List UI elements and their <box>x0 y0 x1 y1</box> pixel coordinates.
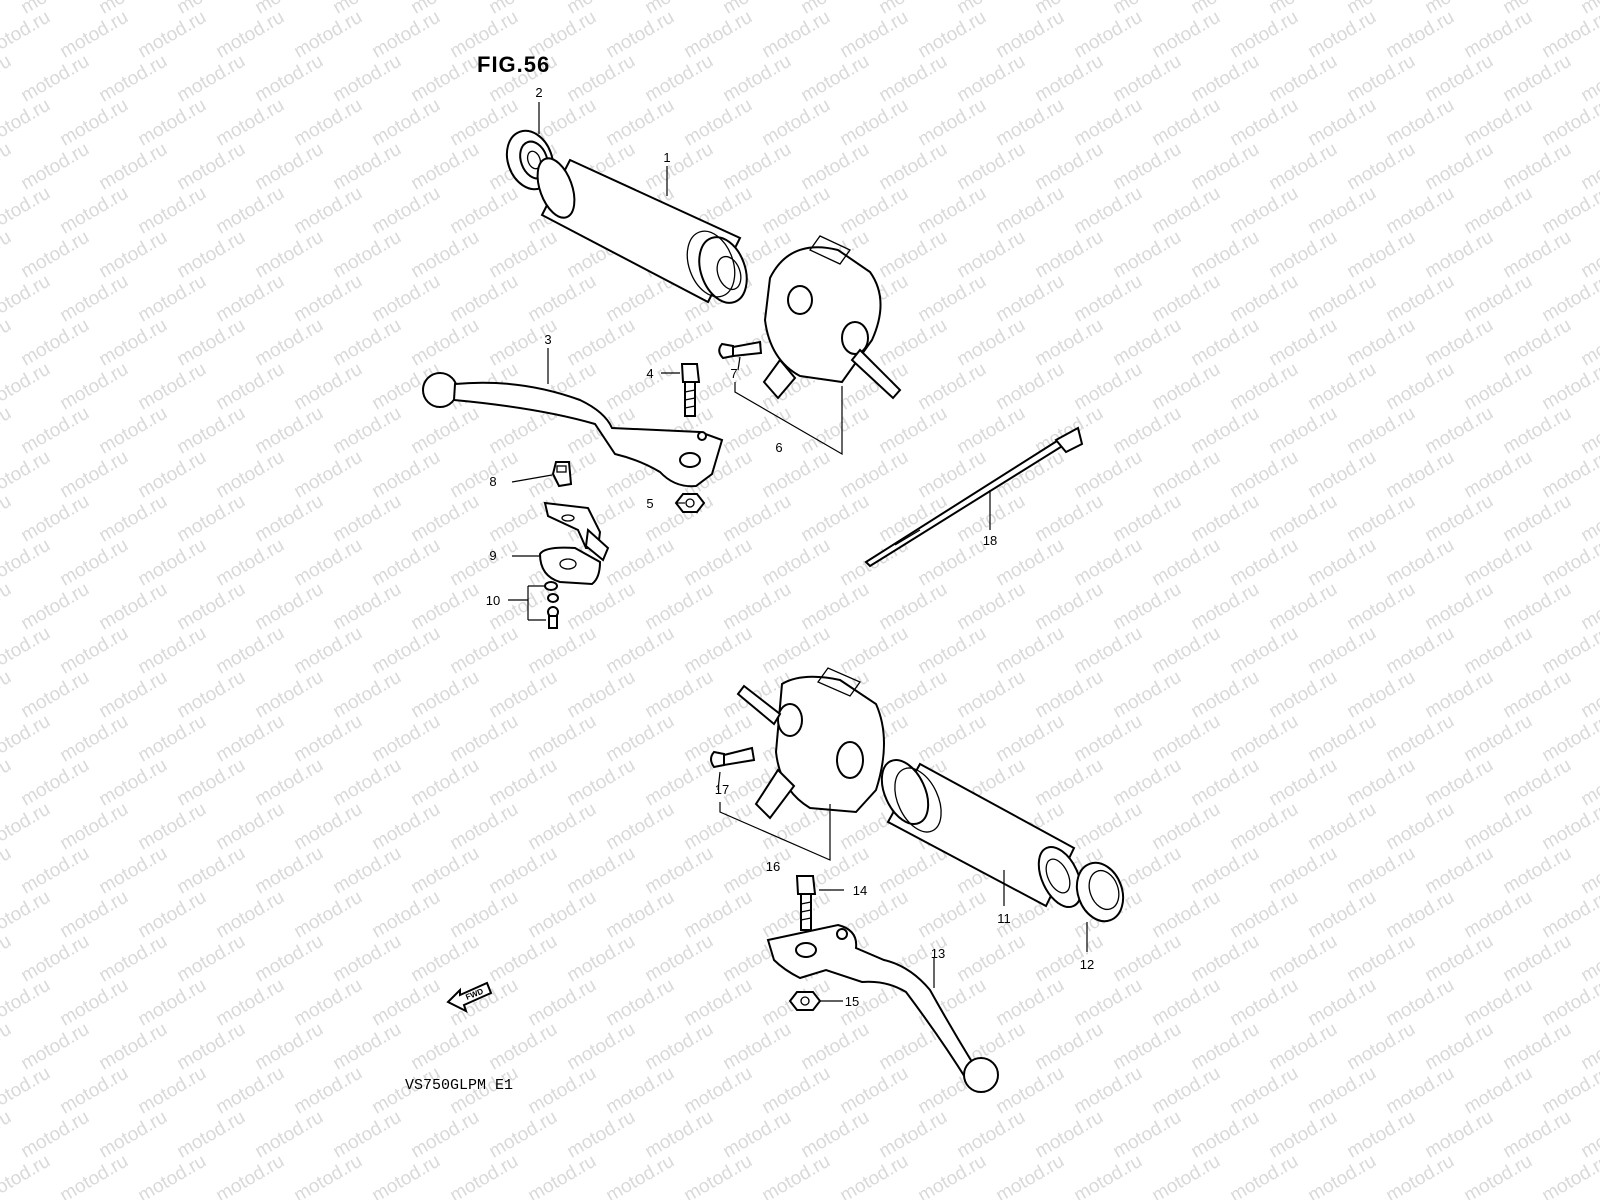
callout-15: 15 <box>845 994 859 1009</box>
callout-5: 5 <box>646 496 653 511</box>
callout-labels: 2 1 3 4 5 6 7 8 9 10 11 12 13 14 15 16 1… <box>486 85 1094 1009</box>
callout-16: 16 <box>766 859 780 874</box>
part-switch-housing-right <box>736 667 885 820</box>
part-cable-tie <box>864 426 1084 568</box>
callout-18: 18 <box>983 533 997 548</box>
callout-4: 4 <box>646 366 653 381</box>
part-screw-upper <box>718 340 763 360</box>
callout-10: 10 <box>486 593 500 608</box>
part-clip <box>551 461 573 488</box>
part-grip-end-cap-right <box>1075 861 1125 923</box>
callout-3: 3 <box>544 332 551 347</box>
figure-title: FIG.56 <box>477 52 551 77</box>
part-switch-bracket <box>543 501 610 562</box>
part-throttle-grip <box>536 157 748 304</box>
callout-17: 17 <box>715 782 729 797</box>
callout-8: 8 <box>489 474 496 489</box>
callout-14: 14 <box>853 883 867 898</box>
callout-12: 12 <box>1080 957 1094 972</box>
callout-9: 9 <box>489 548 496 563</box>
part-handlebar-grip <box>880 759 1083 908</box>
part-nut-lower <box>788 991 822 1011</box>
callout-2: 2 <box>535 85 542 100</box>
part-switch-housing-left <box>762 235 902 400</box>
part-pivot-bolt-lower <box>795 875 817 931</box>
fwd-arrow-icon: FWD <box>446 981 493 1013</box>
model-code: VS750GLPM E1 <box>405 1077 514 1094</box>
callout-13: 13 <box>931 946 945 961</box>
callout-6: 6 <box>775 440 782 455</box>
part-pivot-bolt-upper <box>680 363 701 417</box>
part-clutch-switch <box>538 546 602 586</box>
leader-lines <box>508 102 1088 1002</box>
part-clutch-lever <box>422 372 724 488</box>
callout-1: 1 <box>663 150 670 165</box>
part-screw-washer <box>544 581 559 629</box>
part-screw-lower <box>710 746 756 769</box>
callout-7: 7 <box>730 366 737 381</box>
callout-11: 11 <box>997 911 1011 926</box>
part-brake-lever <box>766 923 999 1093</box>
